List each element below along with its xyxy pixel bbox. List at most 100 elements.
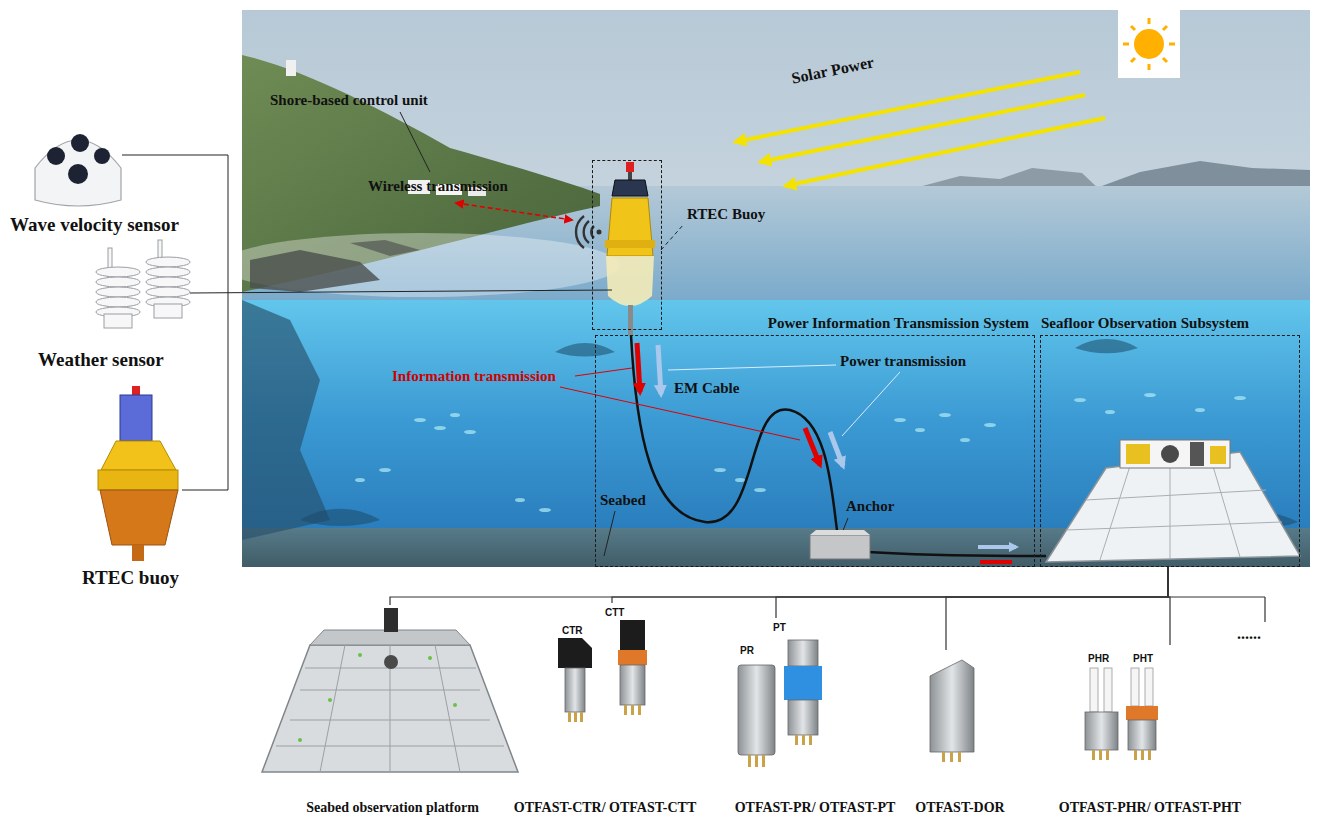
annotation-label: Wave velocity sensor	[10, 214, 179, 236]
sensor-images-part-part	[795, 735, 798, 745]
wave-sensor-image-part	[71, 134, 89, 152]
weather-sensor-image	[96, 240, 190, 328]
sensor-images-part	[1104, 668, 1112, 712]
sensor-images-part	[565, 668, 585, 712]
sensor-tag: CTR	[562, 625, 583, 637]
annotation-label: Seabed	[600, 492, 646, 509]
sensor-images	[558, 620, 1158, 767]
region-title: Seafloor Observation Subsystem	[1041, 315, 1249, 332]
sensor-images-part-part	[958, 752, 961, 762]
transmission-arrows-part	[842, 372, 900, 436]
bottom-platform-image-part	[310, 630, 470, 645]
seafloor-platform	[1046, 440, 1300, 562]
wireless-link-part	[456, 203, 572, 220]
wave-sensor-image-part	[94, 148, 110, 164]
weather-sensor-image-part	[96, 277, 140, 287]
seafloor-platform-part-part	[1086, 490, 1266, 500]
annotation-label: EM Cable	[674, 380, 739, 397]
dashed-region: RTEC Buoy	[592, 160, 662, 330]
weather-sensor-image-part	[146, 277, 190, 287]
sensor-images-part-part	[1134, 750, 1137, 760]
solar-arrows	[735, 72, 1105, 186]
seafloor-platform-part-part	[1066, 522, 1282, 530]
item-caption: OTFAST-PR/ OTFAST-PT	[735, 800, 896, 816]
weather-sensor-image-part	[154, 304, 182, 318]
buoy-illustration-part	[626, 162, 634, 172]
sensor-images-part	[788, 700, 818, 735]
photo-background-part	[350, 240, 420, 256]
sensor-images-part	[748, 755, 765, 767]
seafloor-platform-part-part	[1210, 456, 1240, 557]
sensor-bracket-part	[190, 290, 612, 293]
rtec-buoy-image-part	[120, 395, 152, 441]
fish-school-part	[1195, 408, 1205, 412]
sun-icon-part-part	[1123, 43, 1129, 46]
fish-school-part	[735, 478, 745, 482]
sensor-item: PRPTOTFAST-PR/ OTFAST-PT	[725, 618, 905, 822]
sensor-images-part-part	[1148, 750, 1151, 760]
sensor-images-part	[1085, 712, 1118, 750]
fish-school-part	[1144, 393, 1156, 397]
bottom-platform-image-part	[384, 608, 398, 632]
item-caption: Seabed observation platform	[306, 800, 479, 816]
weather-sensor-image-part	[96, 267, 140, 277]
sensor-images-part-part	[1092, 750, 1095, 760]
bottom-platform-image-part-part	[435, 645, 460, 772]
solar-arrows-part	[785, 118, 1105, 186]
buoy-illustration-part	[605, 240, 655, 248]
em-cable	[631, 335, 1046, 556]
transmission-arrows-part	[658, 345, 661, 394]
seafloor-platform-part	[1190, 442, 1204, 466]
sensor-images-part-part	[574, 712, 577, 722]
anchor-block-part	[810, 530, 870, 535]
bottom-platform-image-part	[298, 653, 457, 742]
transmission-arrows	[560, 343, 1016, 562]
fish-school-part	[1105, 410, 1115, 414]
sensor-images-part-part	[1099, 750, 1102, 760]
item-caption: OTFAST-CTR/ OTFAST-CTT	[514, 800, 696, 816]
bottom-platform-image-part-part	[298, 738, 302, 742]
wireless-link-part	[597, 230, 602, 235]
sensor-images-part	[624, 705, 641, 715]
sensor-images-part	[568, 712, 583, 722]
weather-sensor-image-part	[146, 287, 190, 297]
leader-lines-part	[661, 224, 684, 250]
sun-icon-part-part	[1169, 43, 1175, 46]
sensor-images-part	[618, 650, 647, 665]
tree-connector	[776, 567, 1168, 618]
anchor-block-part	[810, 535, 870, 559]
seafloor-platform-part	[1161, 445, 1179, 463]
photo-background	[220, 10, 1310, 567]
rtec-buoy-image	[98, 386, 178, 561]
sensor-images-part-part	[1106, 750, 1109, 760]
buoy-illustration-part	[628, 172, 632, 180]
sun-icon-part	[1118, 10, 1180, 78]
region-title: RTEC Buoy	[687, 206, 765, 223]
rtec-buoy-image-part	[132, 386, 140, 395]
bottom-platform-image-part-part	[358, 653, 362, 657]
wave-sensor-image-part	[68, 164, 88, 184]
sensor-bracket-part	[122, 155, 228, 156]
fish-school-part	[515, 498, 525, 502]
sensor-tag: PHR	[1088, 653, 1109, 665]
seafloor-platform-part	[1120, 440, 1230, 468]
sensor-images-part	[1131, 668, 1139, 706]
transmission-arrows-part	[830, 432, 843, 466]
sensor-images-part-part	[755, 755, 758, 767]
sensor-images-part	[1128, 720, 1156, 750]
sensor-images-part-part	[580, 712, 583, 722]
photo-background-part	[242, 300, 1310, 567]
rtec-buoy-image-part	[132, 545, 144, 561]
tree-connector-part	[1264, 597, 1265, 622]
bottom-platform-image-part-part	[453, 703, 457, 707]
anchor-block	[810, 530, 870, 559]
sun-icon-part-part	[1148, 64, 1151, 70]
item-caption: OTFAST-DOR	[915, 800, 1004, 816]
sun-icon-part-part	[1131, 26, 1135, 30]
sensor-images-part-part	[638, 705, 641, 715]
transmission-arrows-part	[637, 343, 640, 392]
photo-background-part	[220, 233, 620, 297]
fish-school-part	[714, 468, 726, 472]
sensor-images-part	[620, 620, 645, 650]
